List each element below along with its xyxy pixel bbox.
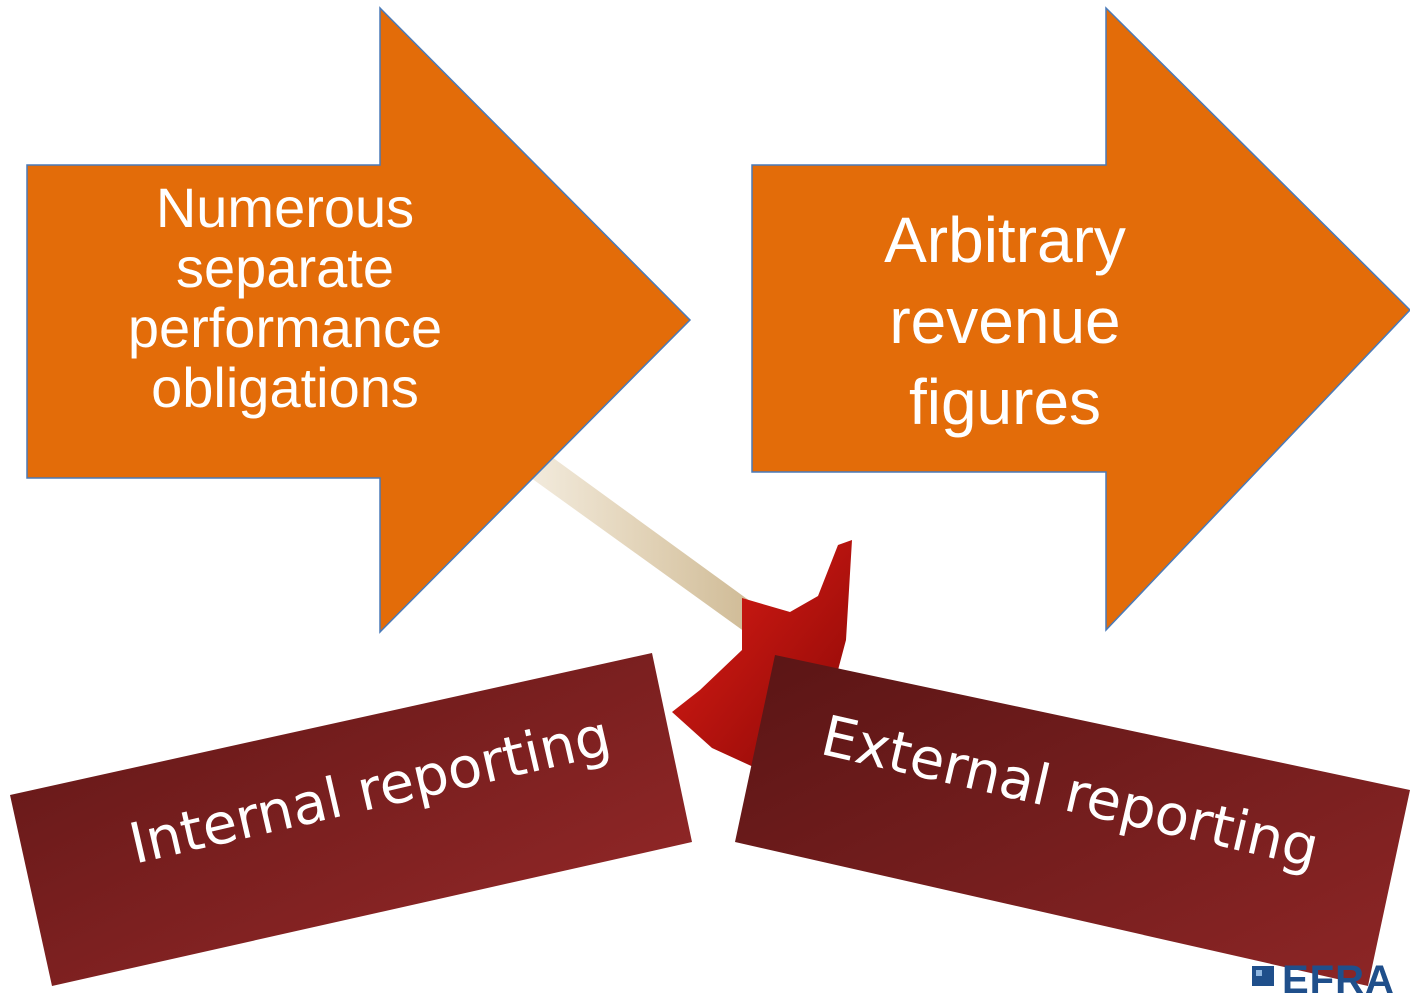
arrow-1-line: obligations: [151, 356, 419, 419]
arrow-2-line: figures: [908, 366, 1102, 438]
internal-reporting-box: [10, 653, 692, 986]
arrow-2-shape: [751, 6, 1410, 632]
arrow-2-label: Arbitrary revenue figures: [755, 200, 1255, 443]
arrow-1-line: Numerous: [155, 176, 415, 239]
arrow-1-label: Numerous separate performance obligation…: [60, 178, 510, 418]
logo-text: EFRA: [1282, 958, 1395, 1002]
arrow-1-line: separate: [176, 236, 394, 299]
logo-mark-icon: [1252, 966, 1274, 986]
arrow-1-line: performance: [127, 296, 443, 359]
external-reporting-box: [735, 655, 1410, 986]
axe-handle: [520, 452, 765, 632]
arrow-2-line: Arbitrary: [884, 204, 1126, 276]
arrow-2-line: revenue: [889, 285, 1121, 357]
arrow-1-shape: [26, 6, 692, 634]
